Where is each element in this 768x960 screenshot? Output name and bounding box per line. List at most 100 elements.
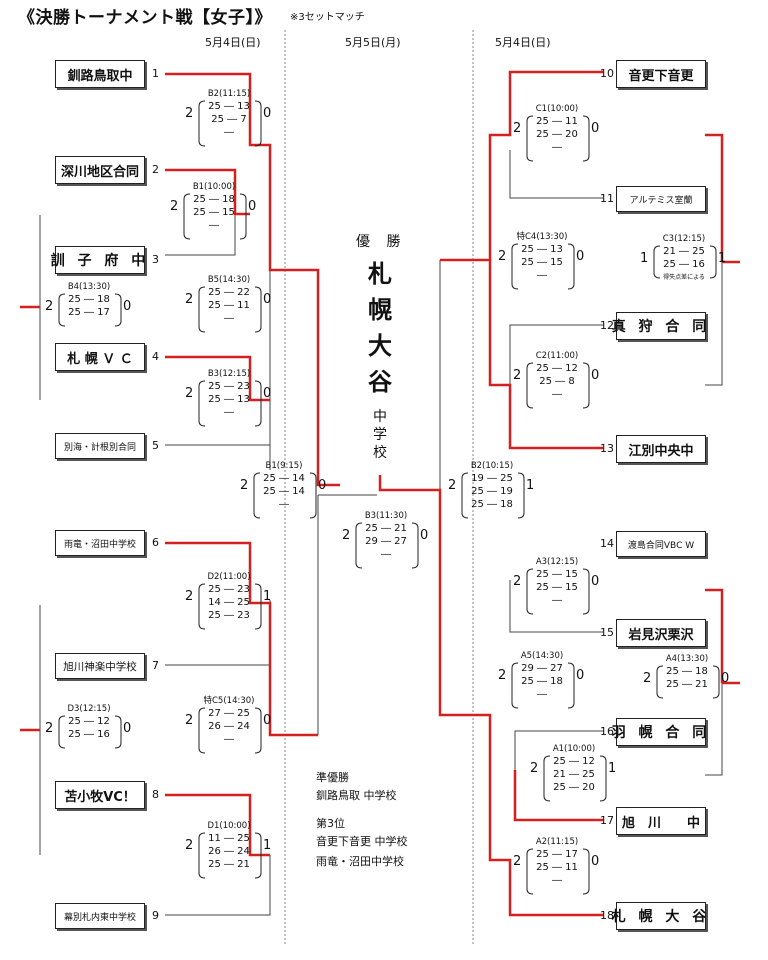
champion-heading: 優 勝 bbox=[356, 234, 407, 250]
team-name: 訓 子 府 中 bbox=[50, 253, 150, 269]
set-score: 11 ― 25 bbox=[208, 833, 250, 844]
team-box: 釧路鳥取中 bbox=[55, 60, 145, 88]
set-score: 25 ― 18 bbox=[521, 676, 563, 687]
set-score: 25 ― 8 bbox=[539, 376, 575, 387]
seed-number: 6 bbox=[152, 536, 159, 549]
match-label: B3(11:30) bbox=[364, 511, 408, 521]
set-score: 25 ― 7 bbox=[211, 114, 247, 125]
runner-up-label: 準優勝 bbox=[316, 771, 349, 784]
match-note: 得失点差による bbox=[663, 274, 705, 281]
team-name: 真 狩 合 同 bbox=[611, 319, 711, 335]
team-box: 岩見沢栗沢 bbox=[616, 619, 706, 647]
team-name: 岩見沢栗沢 bbox=[628, 627, 694, 643]
champion-suffix-char: 学 bbox=[373, 427, 387, 443]
score-brackets bbox=[198, 707, 262, 754]
seed-number: 11 bbox=[600, 192, 614, 205]
team-box: 札 幌 Ｖ Ｃ bbox=[55, 343, 145, 371]
sets-won-left: 2 bbox=[185, 292, 194, 307]
sets-won-left: 2 bbox=[498, 249, 507, 264]
match-label: A4(13:30) bbox=[665, 654, 709, 664]
match-label: 特C4(13:30) bbox=[516, 232, 568, 242]
sets-won-left: 2 bbox=[185, 106, 194, 121]
set-score: 14 ― 25 bbox=[208, 597, 250, 608]
set-score: ― bbox=[381, 549, 391, 560]
sets-won-left: 2 bbox=[185, 589, 194, 604]
set-score: 25 ― 15 bbox=[536, 582, 578, 593]
set-score: 25 ― 21 bbox=[208, 859, 250, 870]
set-score: ― bbox=[224, 734, 234, 745]
set-score: 25 ― 13 bbox=[208, 394, 250, 405]
match-label: B2(11:15) bbox=[207, 89, 251, 99]
score-brackets bbox=[58, 293, 122, 327]
sets-won-right: 0 bbox=[591, 854, 600, 869]
set-score: 25 ― 21 bbox=[365, 523, 407, 534]
team-box: 幕別札内東中学校 bbox=[55, 903, 145, 929]
score-brackets bbox=[526, 362, 590, 409]
set-score: ― bbox=[552, 389, 562, 400]
match-label: D2(11:00) bbox=[207, 572, 251, 582]
seed-number: 10 bbox=[600, 67, 614, 80]
team-box: 渡島合同VBC W bbox=[616, 531, 706, 557]
set-score: ― bbox=[552, 595, 562, 606]
sets-won-left: 2 bbox=[643, 671, 652, 686]
set-score: ― bbox=[224, 407, 234, 418]
match-label: A3(12:15) bbox=[535, 557, 579, 567]
match-label: B4(13:30) bbox=[67, 282, 111, 292]
sets-won-right: 0 bbox=[318, 478, 327, 493]
set-score: 25 ― 23 bbox=[208, 584, 250, 595]
seed-number: 5 bbox=[152, 439, 159, 452]
set-score: 25 ― 13 bbox=[521, 244, 563, 255]
match-label: B1(9:15) bbox=[265, 461, 303, 471]
team-name: 旭川神楽中学校 bbox=[63, 660, 137, 673]
score-brackets bbox=[58, 715, 122, 749]
set-score: 25 ― 18 bbox=[193, 194, 235, 205]
sets-won-left: 2 bbox=[513, 574, 522, 589]
match-label: A1(10:00) bbox=[552, 744, 596, 754]
set-score: 25 ― 19 bbox=[471, 486, 513, 497]
team-name: 深川地区合同 bbox=[60, 164, 139, 180]
set-score: ― bbox=[279, 499, 289, 510]
match-format-note: ※3セットマッチ bbox=[290, 12, 365, 23]
match-label: B2(10:15) bbox=[470, 461, 514, 471]
team-name: 幕別札内東中学校 bbox=[63, 912, 136, 923]
sets-won-left: 2 bbox=[448, 478, 457, 493]
score-brackets bbox=[253, 472, 317, 519]
set-score: 25 ― 11 bbox=[536, 116, 578, 127]
third-place-label: 第3位 bbox=[316, 817, 345, 830]
match-label: B3(12:15) bbox=[207, 369, 251, 379]
set-score: 25 ― 15 bbox=[536, 569, 578, 580]
set-score: 29 ― 27 bbox=[365, 536, 407, 547]
third-place-team: 雨竜・沼田中学校 bbox=[316, 855, 404, 868]
match-label: C1(10:00) bbox=[535, 104, 579, 114]
score-brackets bbox=[526, 568, 590, 615]
seed-number: 7 bbox=[152, 659, 159, 672]
team-box: 訓 子 府 中 bbox=[51, 246, 145, 274]
score-brackets bbox=[461, 472, 525, 519]
set-score: 26 ― 24 bbox=[208, 721, 250, 732]
sets-won-right: 1 bbox=[526, 478, 535, 493]
champion-name-char: 谷 bbox=[368, 368, 392, 396]
sets-won-right: 0 bbox=[591, 121, 600, 136]
seed-number: 13 bbox=[600, 442, 614, 455]
match-label: A2(11:15) bbox=[535, 837, 579, 847]
sets-won-left: 2 bbox=[530, 761, 539, 776]
score-brackets bbox=[526, 115, 590, 162]
set-score: 25 ― 11 bbox=[208, 300, 250, 311]
set-score: 25 ― 16 bbox=[68, 729, 110, 740]
set-score: 25 ― 15 bbox=[193, 207, 235, 218]
team-name: 別海・計根別合同 bbox=[63, 442, 136, 453]
sets-won-left: 2 bbox=[170, 199, 179, 214]
set-score: 25 ― 15 bbox=[521, 257, 563, 268]
sets-won-right: 0 bbox=[591, 574, 600, 589]
champion-name-char: 幌 bbox=[368, 296, 392, 324]
match-label: A5(14:30) bbox=[520, 651, 564, 661]
set-score: 25 ― 22 bbox=[208, 287, 250, 298]
sets-won-left: 2 bbox=[45, 721, 54, 736]
team-box: 音更下音更 bbox=[616, 60, 706, 88]
team-name: 雨竜・沼田中学校 bbox=[63, 539, 136, 550]
third-place-team: 音更下音更 中学校 bbox=[316, 835, 408, 848]
sets-won-left: 2 bbox=[185, 386, 194, 401]
score-brackets bbox=[355, 522, 419, 569]
seed-number: 14 bbox=[600, 537, 614, 550]
